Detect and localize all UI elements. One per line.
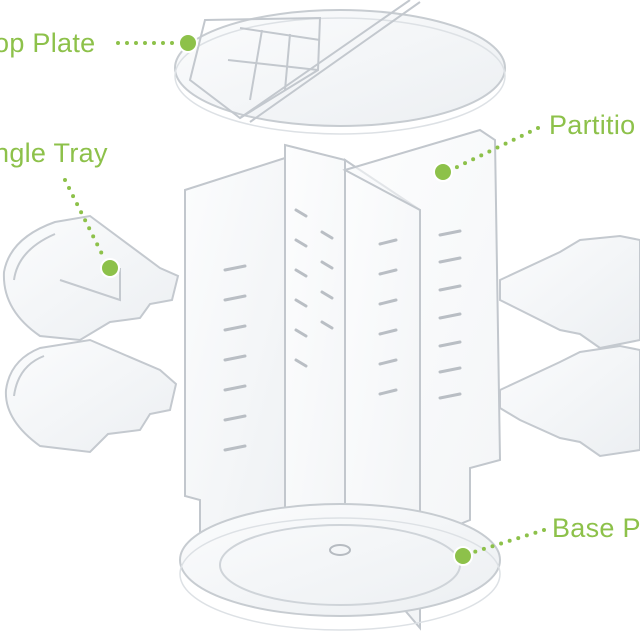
callout-top-plate (118, 34, 197, 52)
base-plate (180, 504, 500, 630)
top-plate (175, 0, 505, 134)
angle-tray-lower (6, 340, 176, 452)
right-tray-upper (500, 236, 640, 348)
angle-tray-label: ngle Tray (0, 140, 108, 167)
base-plate-label: Base P (552, 515, 640, 542)
angle-tray-upper (4, 216, 178, 340)
partition-label: Partitio (549, 112, 635, 139)
right-tray-lower (500, 346, 640, 456)
top-plate-label: op Plate (0, 30, 95, 57)
